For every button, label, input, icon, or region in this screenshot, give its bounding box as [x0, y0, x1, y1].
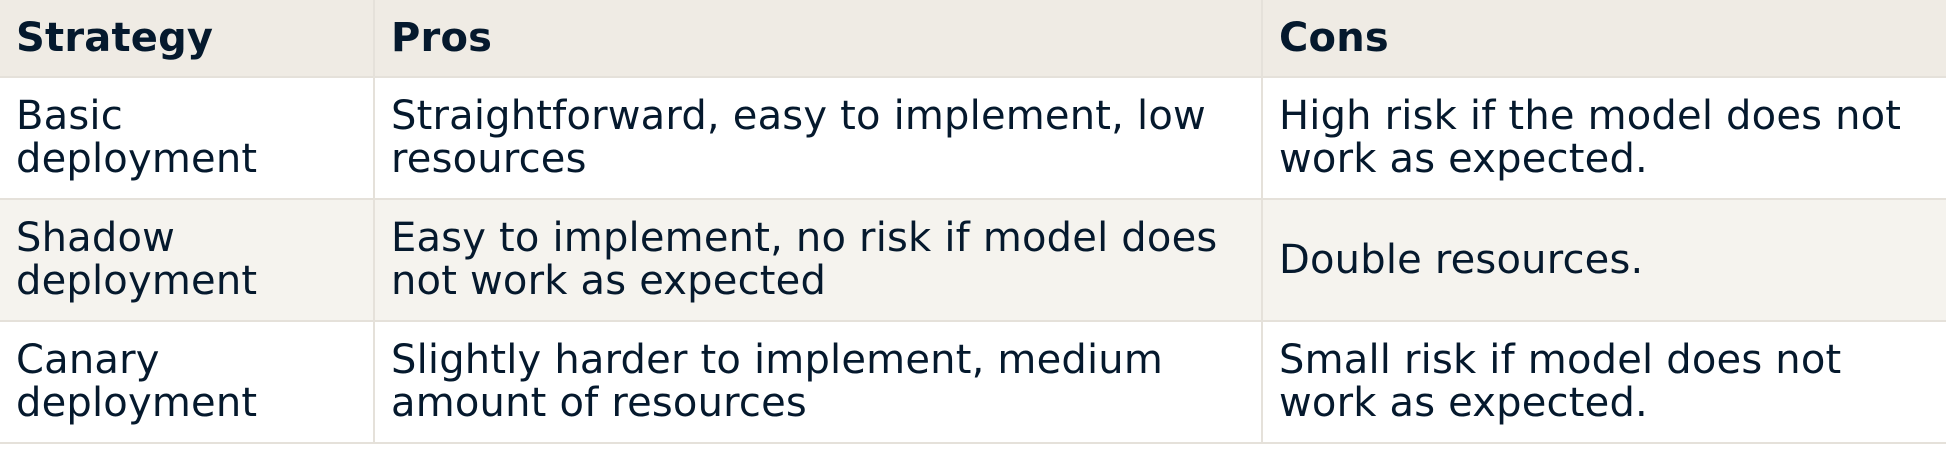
header-pros: Pros: [373, 0, 1263, 78]
table-row: Basic deployment Straightforward, easy t…: [0, 76, 1946, 200]
cons-cell: Double resources.: [1261, 198, 1946, 322]
strategy-cell: Shadow deployment: [0, 198, 375, 322]
table-header: Strategy Pros Cons: [0, 0, 1946, 78]
cons-cell: High risk if the model does not work as …: [1261, 76, 1946, 200]
cons-cell: Small risk if model does not work as exp…: [1261, 320, 1946, 444]
strategy-cell: Canary deployment: [0, 320, 375, 444]
pros-cell: Easy to implement, no risk if model does…: [373, 198, 1263, 322]
table-row: Canary deployment Slightly harder to imp…: [0, 320, 1946, 444]
strategy-cell: Basic deployment: [0, 76, 375, 200]
table-body: Basic deployment Straightforward, easy t…: [0, 76, 1946, 444]
pros-cell: Straightforward, easy to implement, low …: [373, 76, 1263, 200]
header-cons: Cons: [1261, 0, 1946, 78]
table-row: Shadow deployment Easy to implement, no …: [0, 198, 1946, 322]
header-strategy: Strategy: [0, 0, 375, 78]
header-row: Strategy Pros Cons: [0, 0, 1946, 78]
pros-cell: Slightly harder to implement, medium amo…: [373, 320, 1263, 444]
